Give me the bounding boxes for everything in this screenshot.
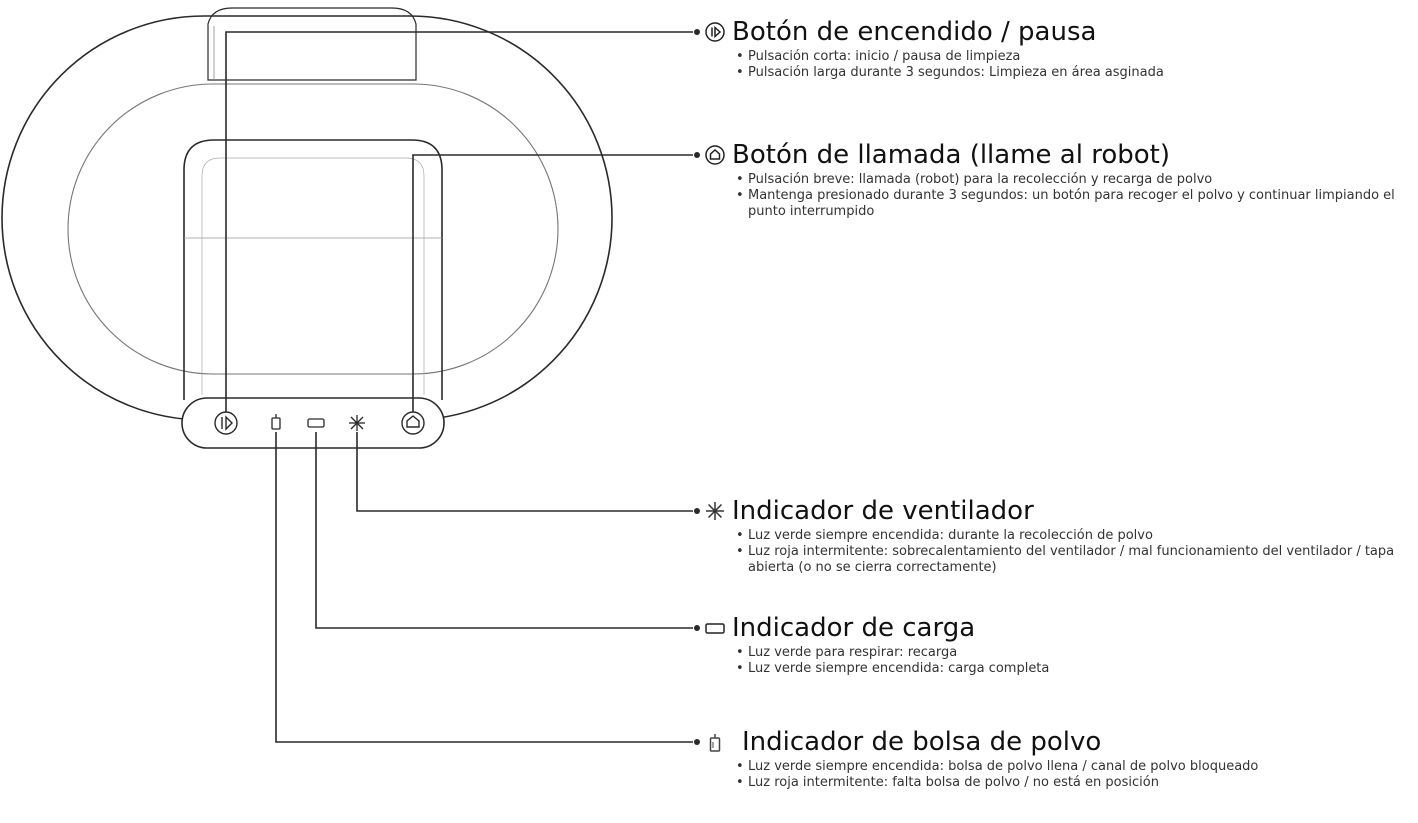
leader-dot-charge — [694, 625, 700, 631]
callout-call-bullet-2: Mantenga presionado durante 3 segundos: … — [734, 188, 1404, 220]
callout-charge-title: Indicador de carga — [732, 613, 976, 643]
callout-power-bullet-2: Pulsación larga durante 3 segundos: Limp… — [734, 65, 1404, 81]
leader-power — [225, 31, 693, 412]
callout-dust-bag-indicator: Indicador de bolsa de polvo Luz verde si… — [704, 727, 1404, 791]
callout-call-bullet-1: Pulsación breve: llamada (robot) para la… — [734, 172, 1404, 188]
station-inner-ring — [67, 83, 559, 375]
callout-charge-title-row: Indicador de carga — [704, 613, 1404, 643]
callout-charge-indicator: Indicador de carga Luz verde para respir… — [704, 613, 1404, 677]
fan-icon — [704, 500, 726, 522]
callout-dustbag-title: Indicador de bolsa de polvo — [742, 727, 1102, 757]
callout-dustbag-title-row: Indicador de bolsa de polvo — [704, 727, 1404, 757]
leader-dot-fan — [694, 508, 700, 514]
station-outer-body — [1, 15, 613, 421]
callout-charge-bullet-2: Luz verde siempre encendida: carga compl… — [734, 661, 1404, 677]
callout-dustbag-bullet-2: Luz roja intermitente: falta bolsa de po… — [734, 775, 1404, 791]
callout-fan-indicator: Indicador de ventilador Luz verde siempr… — [704, 496, 1404, 576]
charge-indicator — [307, 418, 325, 428]
callout-dustbag-bullet-1: Luz verde siempre encendida: bolsa de po… — [734, 759, 1404, 775]
callout-power-button: Botón de encendido / pausa Pulsación cor… — [704, 17, 1404, 81]
callout-fan-title-row: Indicador de ventilador — [704, 496, 1404, 526]
dust-bag-icon — [704, 731, 726, 753]
callout-call-title-row: Botón de llamada (llame al robot) — [704, 140, 1404, 170]
station-panel-inner — [201, 157, 425, 395]
callout-power-bullet-1: Pulsación corta: inicio / pausa de limpi… — [734, 49, 1404, 65]
leader-dot-dustbag — [694, 739, 700, 745]
station-center-panel — [183, 139, 443, 400]
callout-dustbag-bullets: Luz verde siempre encendida: bolsa de po… — [734, 759, 1404, 791]
callout-call-button: Botón de llamada (llame al robot) Pulsac… — [704, 140, 1404, 220]
callout-power-title-row: Botón de encendido / pausa — [704, 17, 1404, 47]
leader-dot-call — [694, 152, 700, 158]
callout-fan-title: Indicador de ventilador — [732, 496, 1034, 526]
callout-power-title: Botón de encendido / pausa — [732, 17, 1097, 47]
callout-fan-bullet-2: Luz roja intermitente: sobrecalentamient… — [734, 544, 1404, 576]
fan-indicator — [349, 415, 365, 431]
callout-fan-bullet-1: Luz verde siempre encendida: durante la … — [734, 528, 1404, 544]
leader-charge — [315, 432, 693, 629]
callout-fan-bullets: Luz verde siempre encendida: durante la … — [734, 528, 1404, 576]
dust-bag-indicator — [271, 414, 281, 430]
power-pause-icon — [704, 21, 726, 43]
callout-charge-bullets: Luz verde para respirar: recarga Luz ver… — [734, 645, 1404, 677]
leader-dot-power — [694, 29, 700, 35]
home-call-icon — [704, 144, 726, 166]
station-top-handle — [207, 7, 417, 81]
callout-charge-bullet-1: Luz verde para respirar: recarga — [734, 645, 1404, 661]
callout-call-bullets: Pulsación breve: llamada (robot) para la… — [734, 172, 1404, 220]
leader-dustbag — [275, 432, 693, 743]
callout-power-bullets: Pulsación corta: inicio / pausa de limpi… — [734, 49, 1404, 81]
leader-fan — [356, 432, 693, 512]
control-bar — [181, 397, 445, 449]
battery-icon — [704, 617, 726, 639]
leader-call — [412, 154, 693, 412]
callout-call-title: Botón de llamada (llame al robot) — [732, 140, 1171, 170]
